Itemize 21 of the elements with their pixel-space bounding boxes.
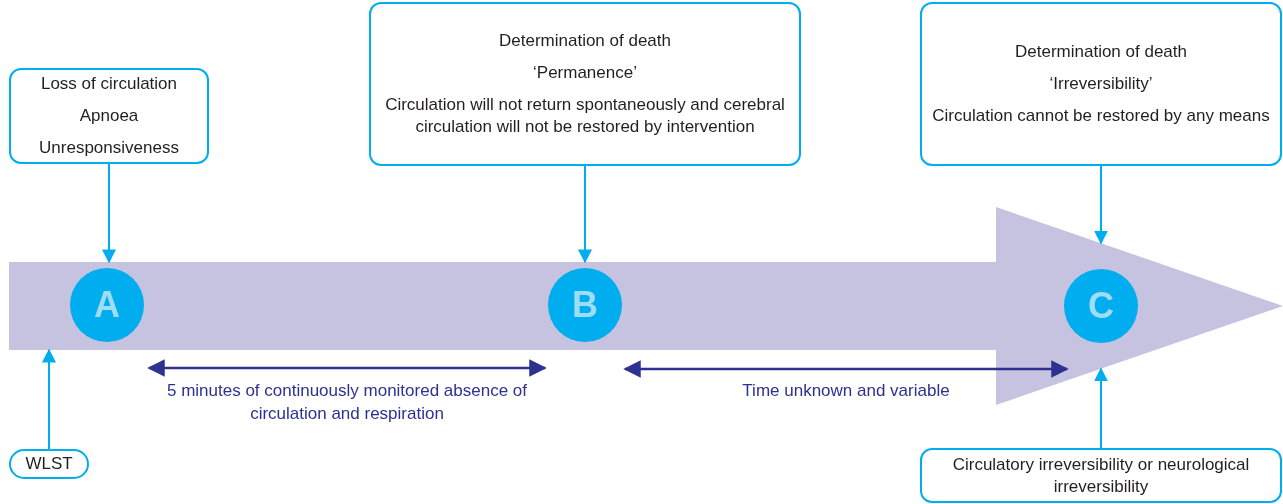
arrow — [102, 163, 116, 264]
info-box — [9, 68, 209, 164]
arrow — [1094, 165, 1108, 245]
box-text: ‘Irreversibility’ — [1049, 73, 1153, 95]
arrow — [42, 348, 56, 450]
duration-label: 5 minutes of continuously monitored absence of circulation and respiration — [165, 380, 528, 425]
info-box — [920, 2, 1282, 166]
box-text: Loss of circulation — [40, 73, 178, 95]
box-text: Apnoea — [79, 105, 139, 127]
start-label-box: WLST — [9, 449, 89, 479]
box-text: Unresponsiveness — [39, 137, 179, 159]
info-box — [369, 2, 801, 166]
box-text: ‘Permanence’ — [533, 62, 637, 84]
duration-label: Time unknown and variable — [741, 380, 951, 402]
info-box: Circulatory irreversibility or neurological irreversibility — [920, 448, 1282, 503]
arrow — [1094, 367, 1108, 449]
box-text: Circulation cannot be restored by any means — [932, 105, 1270, 127]
box-text: Determination of death — [499, 30, 671, 52]
box-text: Circulation will not return spontaneously and cerebral circulation will not be restored by intervention — [384, 94, 786, 138]
arrow — [578, 165, 592, 264]
box-text: Determination of death — [1015, 41, 1187, 63]
